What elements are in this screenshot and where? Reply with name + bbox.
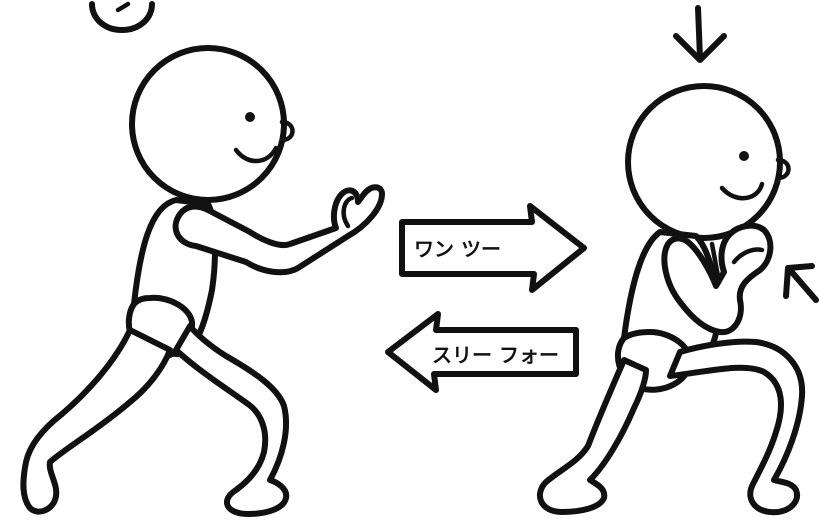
partial-number-badge [92, 4, 152, 30]
left-figure-back-leg [23, 330, 170, 512]
left-figure-eye [245, 112, 255, 122]
right-arrow-label: ワン ツー [414, 237, 501, 261]
right-figure-right-leg [670, 342, 802, 513]
right-figure-head [628, 86, 780, 238]
left-arrow-label: スリー フォー [432, 343, 559, 367]
down-arrow-icon [676, 8, 724, 60]
left-figure-head [132, 48, 284, 200]
right-figure [540, 86, 802, 512]
left-figure-front-leg [176, 326, 286, 514]
right-figure-left-leg [540, 360, 646, 512]
right-figure-eye [739, 151, 749, 161]
left-arrow: スリー フォー [388, 314, 576, 390]
left-figure [23, 48, 382, 514]
right-arrow: ワン ツー [402, 206, 584, 290]
up-left-arrow-icon [786, 266, 816, 300]
